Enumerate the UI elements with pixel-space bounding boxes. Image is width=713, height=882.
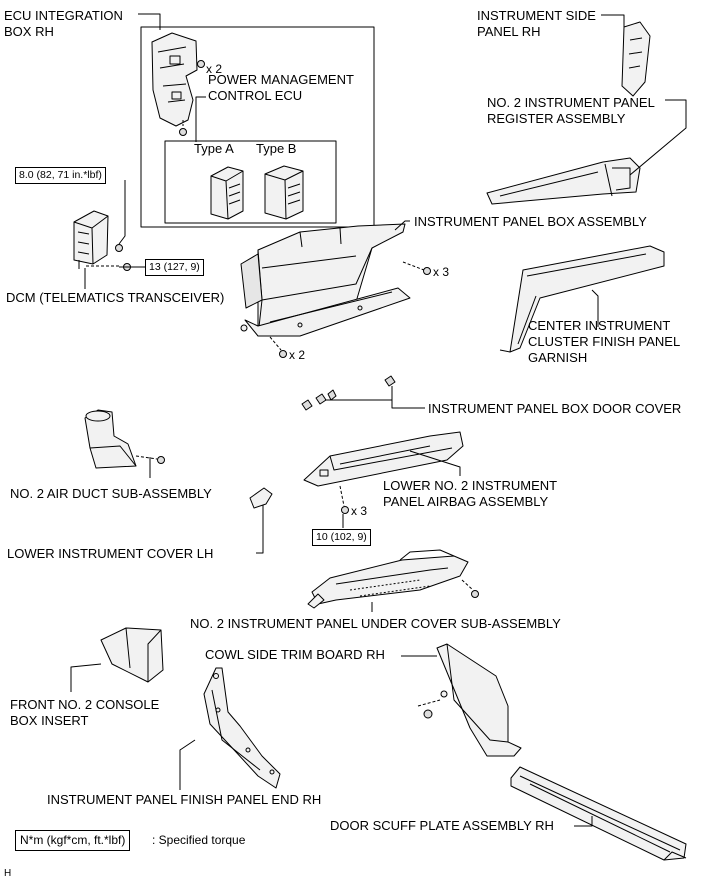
leader-console-insert bbox=[70, 663, 102, 692]
torque-airbag-bolt: 10 (102, 9) bbox=[312, 529, 371, 546]
ecu-integration-frame bbox=[140, 26, 375, 228]
ecu-type-b-part bbox=[264, 165, 304, 220]
leader-ecu-integration bbox=[138, 13, 161, 30]
box-clip-icon bbox=[269, 336, 287, 358]
ecu-type-frame bbox=[164, 140, 337, 224]
lower-cover-lh-part bbox=[249, 487, 273, 509]
airbag-bolt-icon bbox=[339, 485, 349, 514]
air-duct-screw-icon bbox=[135, 455, 165, 464]
qty-box-screws: x 3 bbox=[433, 265, 450, 279]
legend-description: : Specified torque bbox=[152, 833, 246, 847]
cowl-side-trim-part bbox=[436, 643, 522, 757]
leader-side-panel bbox=[601, 14, 625, 27]
label-box-door-cover: INSTRUMENT PANEL BOX DOOR COVER bbox=[428, 401, 682, 416]
label-type-a: Type A bbox=[194, 141, 234, 156]
cowl-clip-icon bbox=[417, 699, 441, 719]
airbag-assembly-part bbox=[303, 431, 464, 487]
label-register-assembly: NO. 2 INSTRUMENT PANEL REGISTER ASSEMBLY bbox=[487, 95, 655, 126]
label-dcm: DCM (TELEMATICS TRANSCEIVER) bbox=[6, 290, 225, 305]
leader-register bbox=[629, 99, 687, 176]
label-finish-panel-end: INSTRUMENT PANEL FINISH PANEL END RH bbox=[47, 792, 322, 807]
torque-dcm-nut: 8.0 (82, 71 in.*lbf) bbox=[15, 167, 106, 184]
leader-door-scuff bbox=[574, 816, 593, 827]
qty-box-clips: x 2 bbox=[289, 348, 306, 362]
under-cover-part bbox=[307, 549, 469, 609]
dcm-bolt-icon bbox=[119, 263, 134, 271]
door-cover-clips bbox=[301, 375, 396, 411]
figure-code: H bbox=[4, 868, 12, 879]
label-air-duct: NO. 2 AIR DUCT SUB-ASSEMBLY bbox=[10, 486, 212, 501]
air-duct-part bbox=[84, 409, 137, 469]
register-assembly-part bbox=[486, 157, 641, 205]
dcm-nut-icon bbox=[115, 244, 123, 252]
ecu-integration-box-part bbox=[151, 32, 198, 127]
center-garnish-part bbox=[499, 245, 665, 353]
label-door-scuff-plate: DOOR SCUFF PLATE ASSEMBLY RH bbox=[330, 818, 554, 833]
label-panel-box-assembly: INSTRUMENT PANEL BOX ASSEMBLY bbox=[414, 214, 647, 229]
ecu-bolt-icon bbox=[179, 120, 187, 136]
label-cowl-side-trim: COWL SIDE TRIM BOARD RH bbox=[205, 647, 385, 662]
dcm-part bbox=[73, 210, 109, 269]
leader-panel-box bbox=[394, 220, 410, 231]
label-console-box-insert: FRONT NO. 2 CONSOLE BOX INSERT bbox=[10, 697, 160, 728]
leader-airbag bbox=[409, 450, 461, 476]
label-ecu-integration-box: ECU INTEGRATION BOX RH bbox=[4, 8, 123, 39]
label-under-cover: NO. 2 INSTRUMENT PANEL UNDER COVER SUB-A… bbox=[190, 616, 561, 631]
leader-center-garnish bbox=[591, 289, 599, 327]
instrument-side-panel-part bbox=[621, 21, 651, 97]
panel-box-part bbox=[240, 223, 411, 337]
finish-panel-end-part bbox=[203, 667, 281, 789]
label-airbag-assembly: LOWER NO. 2 INSTRUMENT PANEL AIRBAG ASSE… bbox=[383, 478, 558, 509]
under-cover-screw-icon bbox=[461, 579, 479, 598]
legend-torque-unit-box: N*m (kgf*cm, ft.*lbf) bbox=[15, 830, 131, 851]
ecu-nut-icon bbox=[197, 60, 205, 68]
console-box-insert-part bbox=[100, 627, 164, 683]
leader-lower-cover bbox=[256, 505, 264, 554]
box-screw-icon bbox=[402, 261, 431, 275]
leader-dcm-torque-nut bbox=[118, 180, 126, 245]
label-type-b: Type B bbox=[256, 141, 297, 156]
qty-airbag-bolts: x 3 bbox=[351, 504, 368, 518]
ecu-type-a-part bbox=[210, 166, 244, 220]
leader-finish-panel-end bbox=[179, 739, 196, 790]
qty-ecu-nuts: x 2 bbox=[206, 62, 223, 76]
torque-dcm-bolt: 13 (127, 9) bbox=[145, 259, 204, 276]
leader-door-cover bbox=[325, 399, 425, 409]
label-lower-cover-lh: LOWER INSTRUMENT COVER LH bbox=[7, 546, 214, 561]
label-center-garnish: CENTER INSTRUMENT CLUSTER FINISH PANEL G… bbox=[528, 318, 681, 365]
door-scuff-plate-part bbox=[510, 766, 687, 861]
leader-power-ecu bbox=[195, 96, 206, 142]
label-instrument-side-panel: INSTRUMENT SIDE PANEL RH bbox=[477, 8, 596, 39]
label-power-management-ecu: POWER MANAGEMENT CONTROL ECU bbox=[208, 72, 354, 103]
